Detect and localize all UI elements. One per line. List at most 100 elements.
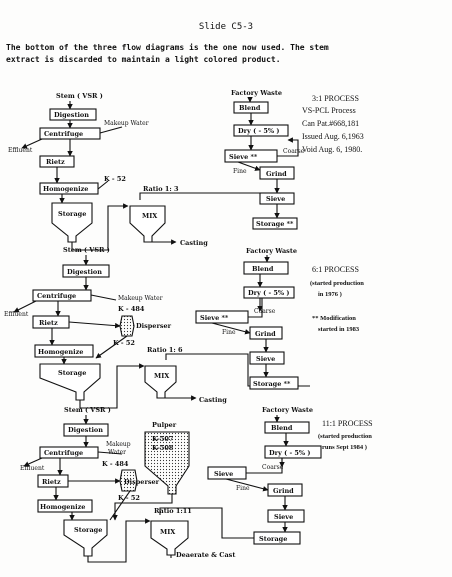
centrifuge-label-2: Centrifuge [37, 292, 76, 300]
effluent-label-1: Effluent [8, 147, 33, 154]
process-line-3-2: (started production [318, 433, 372, 440]
storage2-box-3 [253, 531, 301, 545]
dry-label-3: Dry ( - 5% ) [269, 449, 310, 457]
centrifuge-label-3: Centrifuge [44, 449, 83, 457]
storage2-label-1: Storage ** [256, 220, 294, 228]
pulper-label-3: Pulper [152, 421, 177, 429]
deaerate-label-3: Deaerate & Cast [176, 551, 235, 559]
dry-box-2 [243, 286, 295, 299]
stem-label-2: Stem ( VSR ) [63, 246, 110, 254]
dry-box-1 [233, 124, 289, 137]
mix-tank-3 [150, 520, 189, 556]
rietz-label-2: Rietz [39, 319, 58, 327]
storage2-label-3: Storage [259, 535, 287, 543]
storage2-label-2: Storage ** [253, 380, 291, 388]
water-label-3: Water [108, 449, 126, 456]
blend-label-1: Blend [239, 104, 261, 112]
blend-label-2: Blend [252, 265, 274, 273]
diagram-1-labels: Stem ( VSR ) Digestion Centrifuge Makeup… [8, 89, 364, 247]
k52-label-2: K - 52 [113, 339, 135, 347]
casting-label-2: Casting [199, 396, 227, 404]
coarse-label-2: Coarse [254, 308, 276, 315]
mix-label-2: MIX [154, 372, 170, 380]
k484-label-2: K - 484 [118, 305, 145, 313]
ratio-label-1: Ratio 1: 3 [143, 185, 179, 193]
factory-waste-label-2: Factory Waste [246, 247, 297, 255]
grind-label-2: Grind [255, 330, 276, 338]
homogenize-label-2: Homogenize [38, 348, 83, 356]
storage-label-2: Storage [58, 369, 86, 377]
process-line-1-3: Can Pat.#668,181 [302, 119, 359, 128]
process-line-2-2: (started production [310, 280, 364, 287]
process-line-1-1: 3:1 PROCESS [312, 94, 359, 103]
rietz-label-1: Rietz [46, 158, 65, 166]
rietz-label-3: Rietz [42, 478, 61, 486]
mix-label-1: MIX [142, 212, 158, 220]
factory-waste-label-1: Factory Waste [231, 89, 282, 97]
k507-label-3: K-507 [152, 435, 173, 443]
blend-label-3: Blend [271, 424, 293, 432]
dry-box-3 [264, 445, 322, 459]
effluent-label-2: Effluent [4, 311, 29, 318]
storage-tank-1 [51, 202, 93, 243]
fine-label-2: Fine [222, 329, 236, 336]
diagram-2-labels: Stem ( VSR ) Digestion Centrifuge Makeup… [4, 246, 364, 404]
dry-label-2: Dry ( - 5% ) [248, 289, 289, 297]
disperser-shape-2 [119, 315, 135, 337]
ratio-label-2: Ratio 1: 6 [147, 346, 183, 354]
k484-label-3: K - 484 [102, 460, 129, 468]
sieve-label-2: Sieve ** [200, 314, 229, 322]
digestion-box-1 [49, 108, 97, 121]
stem-label-1: Stem ( VSR ) [56, 92, 103, 100]
storage-tank-2 [39, 363, 101, 401]
effluent-label-3: Effluent [20, 465, 45, 472]
sieve-label-3: Sieve [214, 470, 233, 478]
sieve2-label-3: Sieve [274, 513, 293, 521]
fine-label-3: Fine [236, 485, 250, 492]
fine-label-1: Fine [233, 168, 247, 175]
pulper-tank-3 [144, 431, 190, 495]
dry-label-1: Dry ( - 5% ) [238, 127, 279, 135]
blend-box-3 [264, 421, 310, 434]
storage2-box-1 [252, 217, 298, 230]
diagram-3 [23, 415, 322, 563]
process-line-3-3: runs Sept 1984 ) [322, 444, 367, 451]
homogenize-label-3: Homogenize [40, 503, 85, 511]
casting-label-1: Casting [180, 239, 208, 247]
storage-label-3: Storage [74, 526, 102, 534]
homogenize-box-3 [37, 499, 93, 513]
storage-tank-3 [63, 519, 108, 557]
disperser-label-3: Disperser [124, 478, 160, 486]
sieve2-box-3 [267, 509, 305, 523]
sieve-label-1: Sieve ** [229, 153, 258, 161]
grind-label-3: Grind [273, 487, 294, 495]
storage2-box-2 [249, 376, 299, 390]
storage-label-1: Storage [58, 210, 86, 218]
process-line-1-4: Issued Aug. 6,1963 [302, 132, 364, 141]
diagram-1 [21, 97, 299, 251]
homogenize-label-1: Homogenize [43, 185, 88, 193]
modification-line-2: started in 1983 [318, 326, 360, 333]
k508-label-3: K-508 [152, 444, 174, 452]
sieve2-box-2 [249, 351, 285, 365]
ratio-label-3: Ratio 1:11 [154, 507, 192, 515]
process-line-1-5: Void Aug. 6, 1980. [302, 145, 362, 154]
coarse-label-3: Coarse [262, 464, 284, 471]
mix-tank-2 [144, 365, 177, 399]
factory-waste-label-3: Factory Waste [262, 406, 313, 414]
makeup-label-3: Makeup [106, 441, 131, 448]
modification-line-1: ** Modification [312, 315, 356, 322]
k52-label-1: K - 52 [104, 175, 126, 183]
grind-label-1: Grind [266, 170, 287, 178]
diagram-2 [13, 255, 310, 409]
blend-box-2 [243, 261, 289, 275]
digestion-label-2: Digestion [67, 268, 102, 276]
slide-title: Slide C5-3 [198, 22, 254, 32]
diagram-3-labels: Stem ( VSR ) Digestion Centrifuge Makeup… [20, 406, 373, 559]
makeup-water-label-1: Makeup Water [104, 120, 149, 127]
mix-label-3: MIX [160, 528, 176, 536]
coarse-label-1: Coarse [283, 148, 305, 155]
makeup-water-label-2: Makeup Water [118, 295, 163, 302]
